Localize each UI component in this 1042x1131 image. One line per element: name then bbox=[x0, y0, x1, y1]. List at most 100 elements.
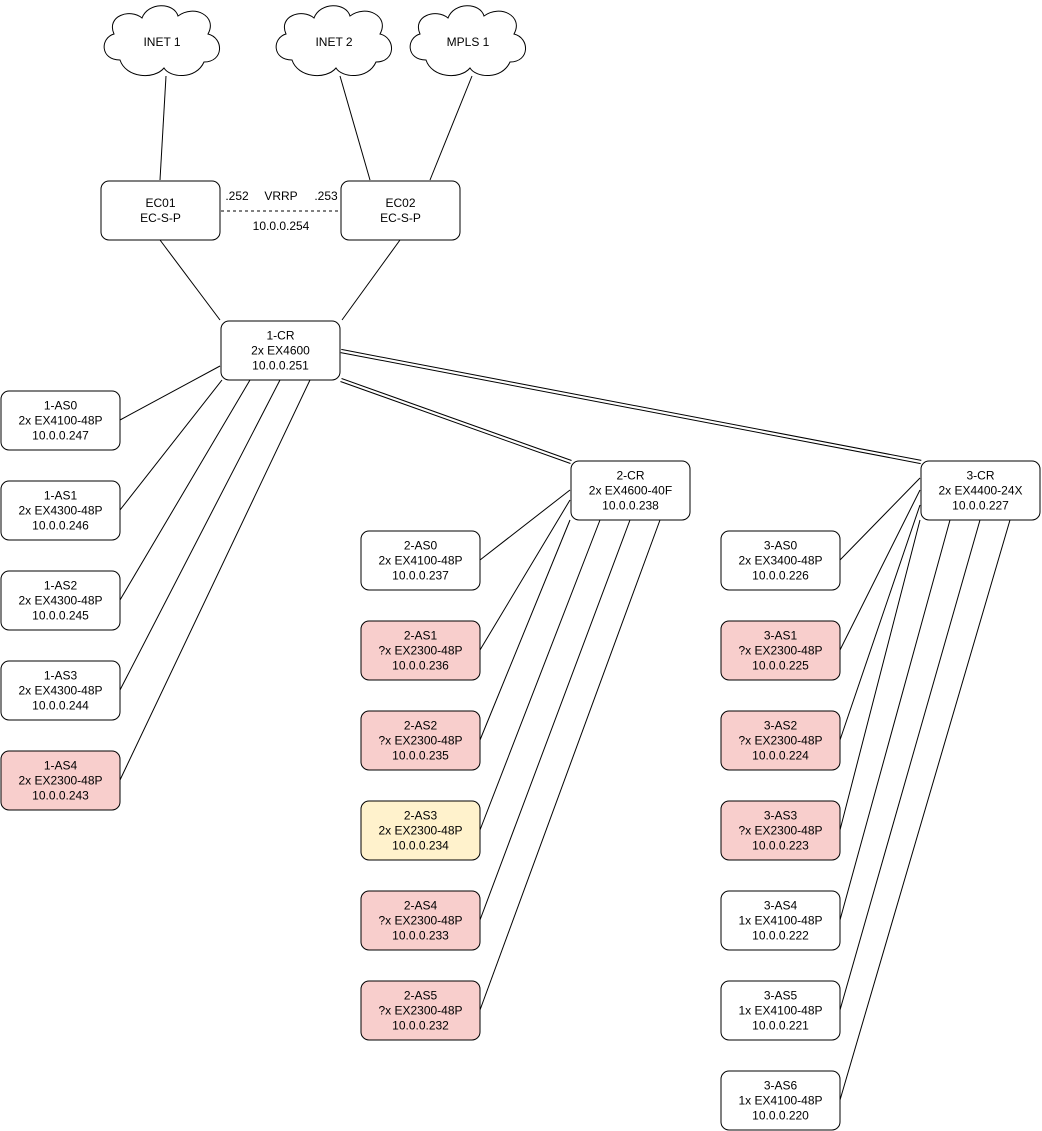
link-3cr-3as2 bbox=[839, 504, 921, 741]
core-switch-3cr-ip: 10.0.0.227 bbox=[952, 499, 1009, 513]
link-inet2-ec02 bbox=[339, 75, 371, 181]
link-1cr-1as0 bbox=[119, 365, 221, 421]
link-core-3cr bbox=[341, 348, 922, 461]
access-switch-3as4-name: 3-AS4 bbox=[764, 899, 798, 913]
link-1cr-1as1 bbox=[119, 379, 223, 511]
access-switch-3as6-ip: 10.0.0.220 bbox=[752, 1109, 809, 1123]
link-2cr-2as1 bbox=[479, 499, 571, 651]
access-switch-3as3-name: 3-AS3 bbox=[764, 809, 798, 823]
access-switch-2as4-name: 2-AS4 bbox=[404, 899, 438, 913]
edge-router-ec01-name: EC01 bbox=[145, 196, 175, 210]
access-switch-3as6-name: 3-AS6 bbox=[764, 1079, 798, 1093]
link-2cr-2as5 bbox=[479, 519, 661, 1011]
edge-router-ec02-box bbox=[340, 180, 461, 241]
cloud-inet1-shape bbox=[103, 5, 220, 76]
edge-router-ec02-name: EC02 bbox=[385, 196, 415, 210]
access-switch-3as5-name: 3-AS5 bbox=[764, 989, 798, 1003]
access-switch-1as1-box bbox=[0, 480, 121, 541]
cloud-inet1[interactable]: INET 1 bbox=[103, 5, 220, 76]
link-2cr-2as4 bbox=[479, 519, 631, 921]
access-switch-2as5-ip: 10.0.0.232 bbox=[392, 1019, 449, 1033]
access-switch-2as0-name: 2-AS0 bbox=[404, 539, 438, 553]
link-core-2cr bbox=[341, 378, 572, 461]
link-3cr-3as1 bbox=[839, 489, 921, 651]
link-core-2cr bbox=[340, 381, 571, 464]
access-switch-3as3-ip: 10.0.0.223 bbox=[752, 839, 809, 853]
access-switch-1as2-name: 1-AS2 bbox=[44, 579, 78, 593]
access-switch-1as1-name: 1-AS1 bbox=[44, 489, 78, 503]
access-switch-2as1-model: ?x EX2300-48P bbox=[378, 644, 462, 658]
link-core-3cr bbox=[340, 352, 921, 465]
cloud-mpls1[interactable]: MPLS 1 bbox=[409, 5, 526, 76]
cloud-inet2[interactable]: INET 2 bbox=[275, 5, 392, 76]
access-switch-3as1-model: ?x EX2300-48P bbox=[738, 644, 822, 658]
access-switch-1as3-box bbox=[0, 660, 121, 721]
access-switch-2as4-box bbox=[360, 890, 481, 951]
core-switch-1cr-ip: 10.0.0.251 bbox=[252, 359, 309, 373]
core-switch-3cr-box bbox=[920, 460, 1041, 521]
access-switch-1as1-ip: 10.0.0.246 bbox=[32, 519, 89, 533]
edge-router-ec01-box bbox=[100, 180, 221, 241]
access-switch-3as5-ip: 10.0.0.221 bbox=[752, 1019, 809, 1033]
vrrp-vip: 10.0.0.254 bbox=[253, 219, 310, 233]
link-3cr-3as4 bbox=[839, 519, 951, 921]
access-switch-2as2-ip: 10.0.0.235 bbox=[392, 749, 449, 763]
link-1cr-1as2 bbox=[119, 379, 251, 601]
access-switch-3as0-name: 3-AS0 bbox=[764, 539, 798, 553]
link-inet1-ec01 bbox=[159, 75, 167, 181]
link-3cr-3as0 bbox=[839, 477, 921, 561]
access-switch-2as2-model: ?x EX2300-48P bbox=[378, 734, 462, 748]
access-switch-1as2-box bbox=[0, 570, 121, 631]
access-switch-2as5-name: 2-AS5 bbox=[404, 989, 438, 1003]
access-switch-3as4-model: 1x EX4100-48P bbox=[738, 914, 822, 928]
access-switch-1as1-model: 2x EX4300-48P bbox=[18, 504, 102, 518]
access-switch-2as3-model: 2x EX2300-48P bbox=[378, 824, 462, 838]
access-switch-1as3-ip: 10.0.0.244 bbox=[32, 699, 89, 713]
link-ec02-core bbox=[341, 239, 401, 321]
edge-router-ec02-model: EC-S-P bbox=[380, 211, 421, 225]
access-switch-3as2-model: ?x EX2300-48P bbox=[738, 734, 822, 748]
cloud-mpls1-shape bbox=[409, 5, 526, 76]
access-switch-2as0-ip: 10.0.0.237 bbox=[392, 569, 449, 583]
access-switch-1as2-ip: 10.0.0.245 bbox=[32, 609, 89, 623]
access-switch-3as2-ip: 10.0.0.224 bbox=[752, 749, 809, 763]
core-switch-3cr-name: 3-CR bbox=[966, 469, 994, 483]
cloud-inet2-shape bbox=[275, 5, 392, 76]
access-switch-2as1-box bbox=[360, 620, 481, 681]
access-switch-3as3-box bbox=[720, 800, 841, 861]
access-switch-3as2-box bbox=[720, 710, 841, 771]
core-switch-2cr-model: 2x EX4600-40F bbox=[589, 484, 672, 498]
access-switch-1as3-model: 2x EX4300-48P bbox=[18, 684, 102, 698]
access-switch-3as4-ip: 10.0.0.222 bbox=[752, 929, 809, 943]
link-2cr-2as3 bbox=[479, 519, 601, 831]
access-switch-2as1-ip: 10.0.0.236 bbox=[392, 659, 449, 673]
access-switch-2as4-ip: 10.0.0.233 bbox=[392, 929, 449, 943]
access-switch-2as2-name: 2-AS2 bbox=[404, 719, 438, 733]
vrrp-label: VRRP bbox=[264, 189, 297, 203]
